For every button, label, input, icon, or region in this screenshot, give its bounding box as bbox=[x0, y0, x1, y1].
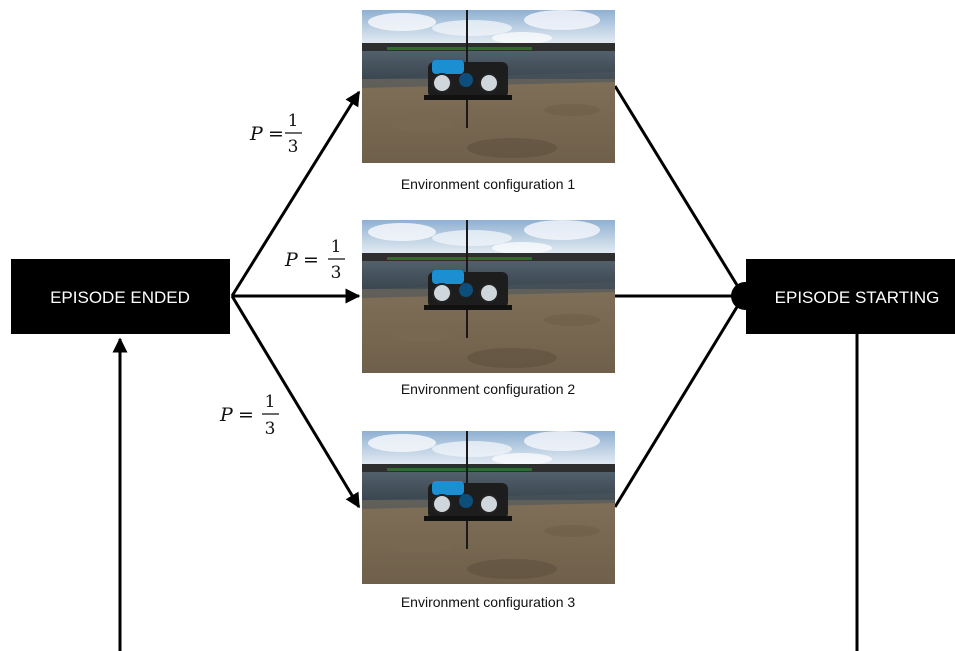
environment-configuration-1: Environment configuration 1 bbox=[361, 9, 616, 192]
probability-label-2: P = 1 3 bbox=[284, 237, 345, 283]
configuration-caption-1: Environment configuration 1 bbox=[401, 176, 576, 192]
simulation-screenshot-3 bbox=[361, 430, 616, 585]
probability-equals-2: = bbox=[303, 249, 319, 271]
configuration-caption-2: Environment configuration 2 bbox=[401, 381, 576, 397]
environment-configuration-3: Environment configuration 3 bbox=[361, 430, 616, 610]
probability-variable-3: P bbox=[219, 404, 234, 426]
probability-variable-2: P bbox=[284, 249, 299, 271]
episode-starting-box: EPISODE STARTING bbox=[731, 259, 955, 334]
probability-numerator-3: 1 bbox=[265, 392, 276, 412]
probability-denominator-3: 3 bbox=[265, 419, 276, 439]
line-from-config-3 bbox=[613, 301, 742, 508]
probability-label-3: P = 1 3 bbox=[219, 392, 279, 439]
configuration-caption-3: Environment configuration 3 bbox=[401, 594, 576, 610]
episode-ended-label: EPISODE ENDED bbox=[50, 288, 190, 307]
probability-denominator-1: 3 bbox=[288, 137, 299, 157]
probability-equals-1: = bbox=[268, 123, 284, 145]
arrow-to-config-1 bbox=[230, 90, 361, 297]
episode-starting-label: EPISODE STARTING bbox=[775, 288, 940, 307]
probability-denominator-2: 3 bbox=[331, 263, 342, 283]
simulation-screenshot-1 bbox=[361, 9, 616, 164]
probability-numerator-1: 1 bbox=[288, 111, 299, 131]
line-from-config-1 bbox=[613, 85, 742, 291]
probability-numerator-2: 1 bbox=[331, 237, 342, 257]
probability-variable-1: P bbox=[249, 123, 264, 145]
environment-configuration-2: Environment configuration 2 bbox=[361, 219, 616, 397]
episode-ended-box: EPISODE ENDED bbox=[11, 259, 230, 334]
simulation-screenshot-2 bbox=[361, 219, 616, 374]
arrow-to-config-3 bbox=[230, 295, 361, 509]
probability-label-1: P = 1 3 bbox=[249, 111, 302, 157]
probability-equals-3: = bbox=[238, 404, 254, 426]
